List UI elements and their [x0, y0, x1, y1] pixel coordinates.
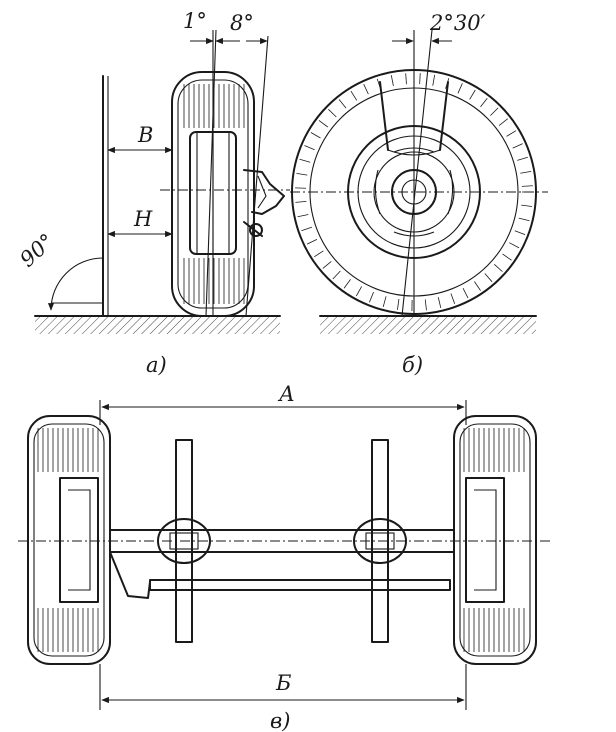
right-angle-arc — [47, 257, 104, 311]
kingpin-axis-line — [245, 35, 269, 317]
left-hub-top-view — [59, 477, 99, 603]
dim-h-label: H — [133, 207, 153, 231]
caption-a: а) — [146, 353, 167, 377]
figure-c: А Б в) — [18, 382, 550, 732]
steering-knuckle — [243, 169, 285, 215]
caption-c: в) — [270, 709, 290, 732]
dim-b-rear-label: Б — [275, 671, 291, 695]
dim-a-label: А — [277, 382, 295, 406]
steering-arm — [109, 551, 151, 599]
tie-rod — [149, 579, 451, 591]
camber-angle-label: 1° — [183, 9, 207, 33]
right-hub-top-view — [465, 477, 505, 603]
dim-b-label: B — [137, 123, 153, 147]
caption-b: б) — [402, 353, 423, 377]
figure-a: 1° 8° B H 90° а) — [15, 9, 290, 377]
knuckle-pivot — [249, 223, 263, 237]
figure-b: 2°30′ б) — [290, 11, 548, 377]
right-angle-label: 90° — [15, 229, 59, 272]
caster-line — [401, 29, 433, 317]
ground-hatch-b — [320, 317, 536, 334]
strut — [379, 81, 449, 151]
kingpin-angle-label: 8° — [230, 11, 254, 35]
caster-angle-label: 2°30′ — [429, 11, 486, 35]
camber-line — [205, 29, 217, 317]
ground-hatch-a — [35, 317, 280, 334]
